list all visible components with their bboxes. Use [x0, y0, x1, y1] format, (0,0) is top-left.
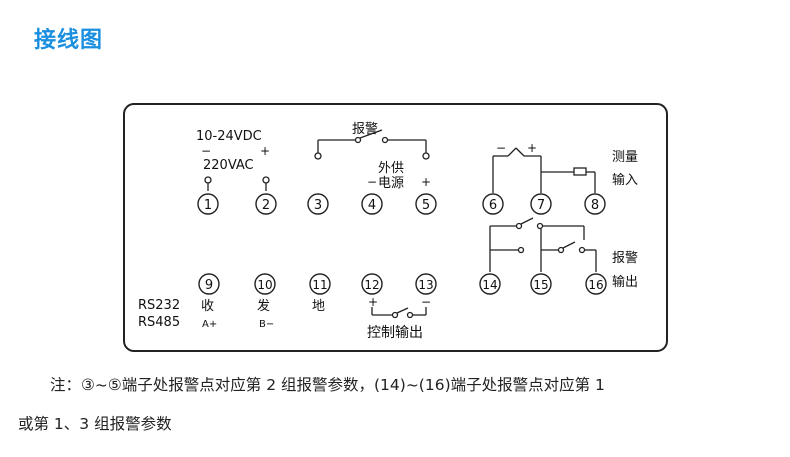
svg-text:7: 7: [537, 198, 545, 213]
power-dc-label: 10-24VDC: [196, 129, 262, 144]
rx-label: 收: [201, 299, 214, 314]
alarm-label: 报警: [352, 121, 378, 137]
svg-text:11: 11: [312, 278, 327, 292]
tx-label: 发: [257, 298, 270, 314]
ext-supply-label-2: 电源: [378, 176, 404, 191]
note-line-1: 注：③~⑤端子处报警点对应第 2 组报警参数，(14)~(16)端子处报警点对应…: [50, 376, 605, 394]
ext-supply-minus: −: [367, 175, 377, 189]
measure-label-2: 输入: [612, 172, 638, 188]
control-minus: −: [421, 295, 431, 309]
resistor: [573, 167, 587, 176]
terminal-6: 6: [482, 193, 504, 215]
terminal-2-pin: [262, 176, 270, 184]
terminal-14: 14: [479, 273, 501, 295]
terminal-1-pin: [204, 176, 212, 184]
terminal-16: 16: [585, 273, 607, 295]
terminal-3: 3: [307, 193, 329, 215]
terminal-15: 15: [530, 273, 552, 295]
alarm-output-label-1: 报警: [612, 250, 638, 266]
measure-label-1: 测量: [612, 150, 638, 165]
ext-supply-plus: +: [421, 175, 431, 189]
svg-text:15: 15: [533, 278, 548, 292]
a-plus-label: A+: [202, 319, 217, 330]
page-title: 接线图: [34, 28, 104, 53]
ext-supply-label-1: 外供: [378, 161, 404, 176]
svg-text:10: 10: [257, 278, 272, 292]
power-plus-label: +: [260, 144, 270, 158]
terminal-8: 8: [584, 193, 606, 215]
measure-plus: +: [527, 141, 537, 155]
terminal-10: 10: [254, 273, 276, 295]
svg-text:5: 5: [422, 198, 430, 213]
rs232-label: RS232: [138, 298, 180, 313]
power-ac-label: 220VAC: [203, 158, 254, 173]
control-plus: +: [368, 295, 378, 309]
svg-text:12: 12: [364, 278, 379, 292]
power-minus-label: −: [201, 144, 211, 158]
gnd-label: 地: [312, 299, 325, 314]
terminal-7: 7: [530, 193, 552, 215]
terminal-11: 11: [309, 273, 331, 295]
svg-text:8: 8: [591, 198, 599, 213]
b-minus-label: B−: [259, 319, 274, 330]
terminal-5: 5: [415, 193, 437, 215]
svg-text:14: 14: [482, 278, 497, 292]
svg-text:4: 4: [368, 198, 376, 213]
terminal-1: 1: [197, 193, 219, 215]
svg-text:3: 3: [314, 198, 322, 213]
svg-text:6: 6: [489, 198, 497, 213]
device-frame: [123, 103, 668, 352]
terminal-4: 4: [361, 193, 383, 215]
svg-text:13: 13: [418, 278, 433, 292]
svg-text:1: 1: [204, 198, 212, 213]
svg-text:16: 16: [588, 278, 603, 292]
wiring-diagram: 10-24VDC − + 220VAC 报警 外供 − 电源 + − + 测量 …: [123, 103, 668, 352]
terminal-12: 12: [361, 273, 383, 295]
note-line-2: 或第 1、3 组报警参数: [18, 415, 172, 433]
terminal-9: 9: [198, 273, 220, 295]
measure-minus: −: [496, 141, 506, 155]
rs485-label: RS485: [138, 315, 180, 330]
terminal-13: 13: [415, 273, 437, 295]
svg-text:9: 9: [205, 278, 213, 293]
alarm-output-label-2: 输出: [612, 274, 638, 290]
control-output-label: 控制输出: [367, 325, 423, 341]
terminal-2: 2: [255, 193, 277, 215]
svg-text:2: 2: [262, 198, 270, 213]
